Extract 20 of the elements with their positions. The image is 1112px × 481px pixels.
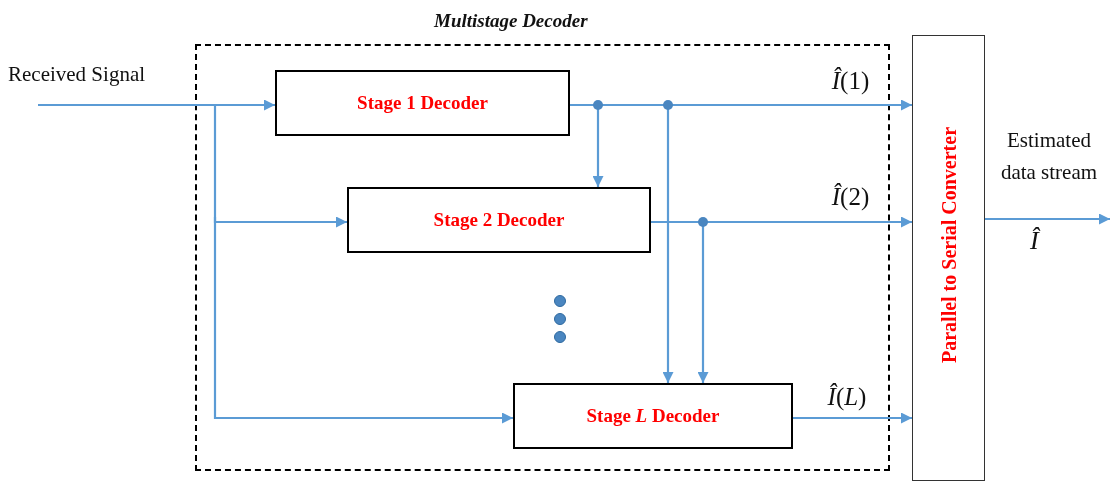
- arrow: [38, 99, 275, 111]
- edge-label: Î(2): [830, 182, 871, 212]
- decoder-label: Stage 2 Decoder: [433, 209, 565, 231]
- decoder-box: [275, 70, 570, 136]
- decoder-label: Stage L Decoder: [586, 405, 720, 427]
- arrow: [793, 412, 912, 424]
- converter-box: [912, 35, 985, 481]
- edge-label: Î(L): [826, 382, 868, 412]
- decoder-box: [347, 187, 651, 253]
- arrow: [213, 105, 347, 228]
- edge-label: Estimated data stream: [999, 127, 1099, 186]
- edge-label: Î(1): [830, 66, 871, 96]
- output-symbol: Î: [1030, 226, 1039, 256]
- arrow: [213, 217, 513, 424]
- converter-label: Parallel to Serial Converter: [937, 126, 960, 363]
- decoder-box: [513, 383, 793, 449]
- arrow: [985, 213, 1110, 225]
- signal-label: Received Signal: [8, 62, 146, 87]
- group-title: Multistage Decoder: [434, 10, 588, 32]
- decoder-label: Stage 1 Decoder: [357, 92, 488, 114]
